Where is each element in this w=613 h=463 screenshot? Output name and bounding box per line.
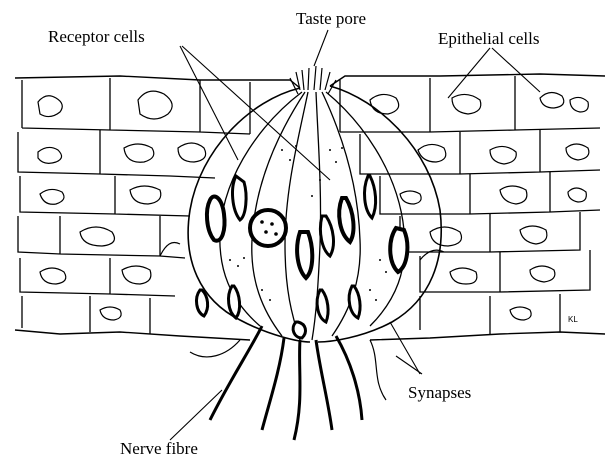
pointer-synapse-1 — [390, 322, 420, 374]
epithelium-layer — [15, 74, 605, 340]
taste-pore-microvilli — [290, 66, 336, 94]
label-receptor-cells: Receptor cells — [48, 27, 145, 46]
nerve-fibres — [210, 326, 362, 440]
pointer-epithelial-1 — [448, 48, 490, 98]
epithelial-nuclei-right — [370, 92, 589, 320]
pointer-taste-pore — [314, 30, 328, 66]
artist-initials: KL — [568, 315, 578, 324]
round-nucleus — [250, 210, 286, 246]
label-nerve-fibre: Nerve fibre — [120, 439, 198, 458]
pointer-synapse-2 — [396, 356, 422, 374]
receptor-cell-walls — [220, 92, 405, 340]
epithelial-cells-right — [340, 76, 600, 334]
pointer-receptor-2 — [182, 46, 330, 180]
label-taste-pore: Taste pore — [296, 9, 366, 28]
epithelial-nuclei-left — [38, 91, 206, 320]
label-epithelial-cells: Epithelial cells — [438, 29, 540, 48]
pointer-epithelial-2 — [492, 48, 540, 92]
label-synapses: Synapses — [408, 383, 471, 402]
